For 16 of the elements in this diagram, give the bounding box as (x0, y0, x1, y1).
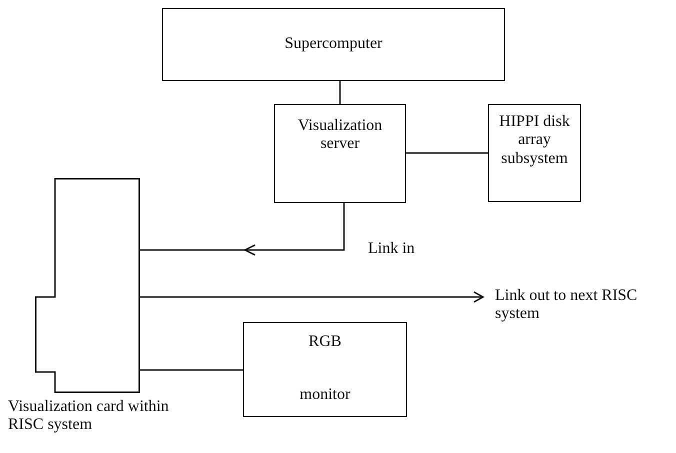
process-box (243, 322, 407, 417)
connector-line (140, 203, 345, 256)
node-label: Supercomputer (284, 35, 382, 54)
process-box (274, 104, 406, 203)
node-label: monitor (300, 386, 350, 404)
node-caption: Visualization card within RISC system (8, 398, 170, 434)
connector-line (406, 152, 488, 154)
node-label: Link out to next RISC system (495, 287, 638, 322)
node-label: RGB (308, 333, 342, 352)
connector-line (140, 291, 484, 303)
connector-line (339, 81, 341, 104)
node-label: Visualization server (296, 117, 384, 154)
process-box (488, 104, 581, 202)
node-label: HIPPI disk array subsystem (498, 113, 571, 168)
process-box (162, 8, 505, 81)
connector-line (140, 369, 243, 371)
